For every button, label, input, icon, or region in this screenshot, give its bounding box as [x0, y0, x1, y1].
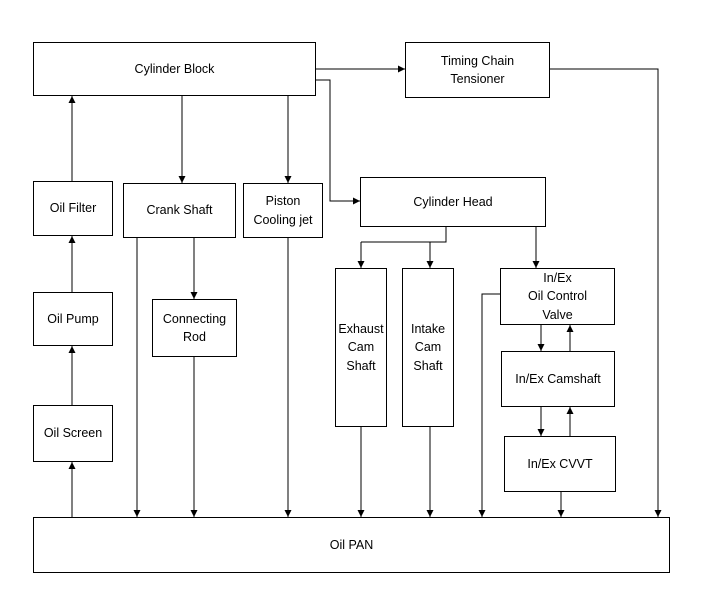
oil-filter-box: Oil Filter: [33, 181, 113, 236]
oil-pan-box: Oil PAN: [33, 517, 670, 573]
cylinder-head-box: Cylinder Head: [360, 177, 546, 227]
oil-pump-box: Oil Pump: [33, 292, 113, 346]
intake-cam-shaft-box: Intake Cam Shaft: [402, 268, 454, 427]
oil-screen-box: Oil Screen: [33, 405, 113, 462]
connecting-rod-label: Connecting Rod: [162, 311, 227, 344]
crank-shaft-box: Crank Shaft: [123, 183, 236, 238]
cvvt-label: In/Ex CVVT: [527, 456, 593, 471]
arrow-timing-chain-to-pan: [550, 68, 662, 517]
timing-chain-tensioner-label: Timing Chain Tensioner: [440, 53, 515, 86]
arrow-block-to-cylinder-head: [316, 79, 360, 205]
piston-cooling-jet-label: Piston Cooling jet: [253, 194, 313, 227]
exhaust-cam-shaft-box: Exhaust Cam Shaft: [335, 268, 387, 427]
timing-chain-tensioner-box: Timing Chain Tensioner: [405, 42, 550, 98]
oil-pan-label: Oil PAN: [329, 537, 374, 552]
oil-control-valve-label: In/Ex Oil Control Valve: [527, 271, 588, 322]
arrow-ocv-to-pan: [478, 293, 500, 517]
cylinder-block-label: Cylinder Block: [134, 61, 215, 76]
piston-cooling-jet-box: Piston Cooling jet: [243, 183, 323, 238]
connecting-rod-box: Connecting Rod: [152, 299, 237, 357]
cvvt-box: In/Ex CVVT: [504, 436, 616, 492]
crank-shaft-label: Crank Shaft: [146, 203, 213, 218]
connector-head-split: [361, 227, 447, 243]
intake-cam-shaft-label: Intake Cam Shaft: [410, 322, 446, 373]
camshaft-box: In/Ex Camshaft: [501, 351, 615, 407]
exhaust-cam-shaft-label: Exhaust Cam Shaft: [338, 322, 384, 373]
oil-pump-label: Oil Pump: [47, 311, 99, 326]
oil-filter-label: Oil Filter: [49, 201, 97, 216]
cylinder-block-box: Cylinder Block: [33, 42, 316, 96]
oil-screen-label: Oil Screen: [43, 426, 103, 441]
oil-control-valve-box: In/Ex Oil Control Valve: [500, 268, 615, 325]
cylinder-head-label: Cylinder Head: [413, 194, 493, 209]
camshaft-label: In/Ex Camshaft: [515, 371, 601, 386]
